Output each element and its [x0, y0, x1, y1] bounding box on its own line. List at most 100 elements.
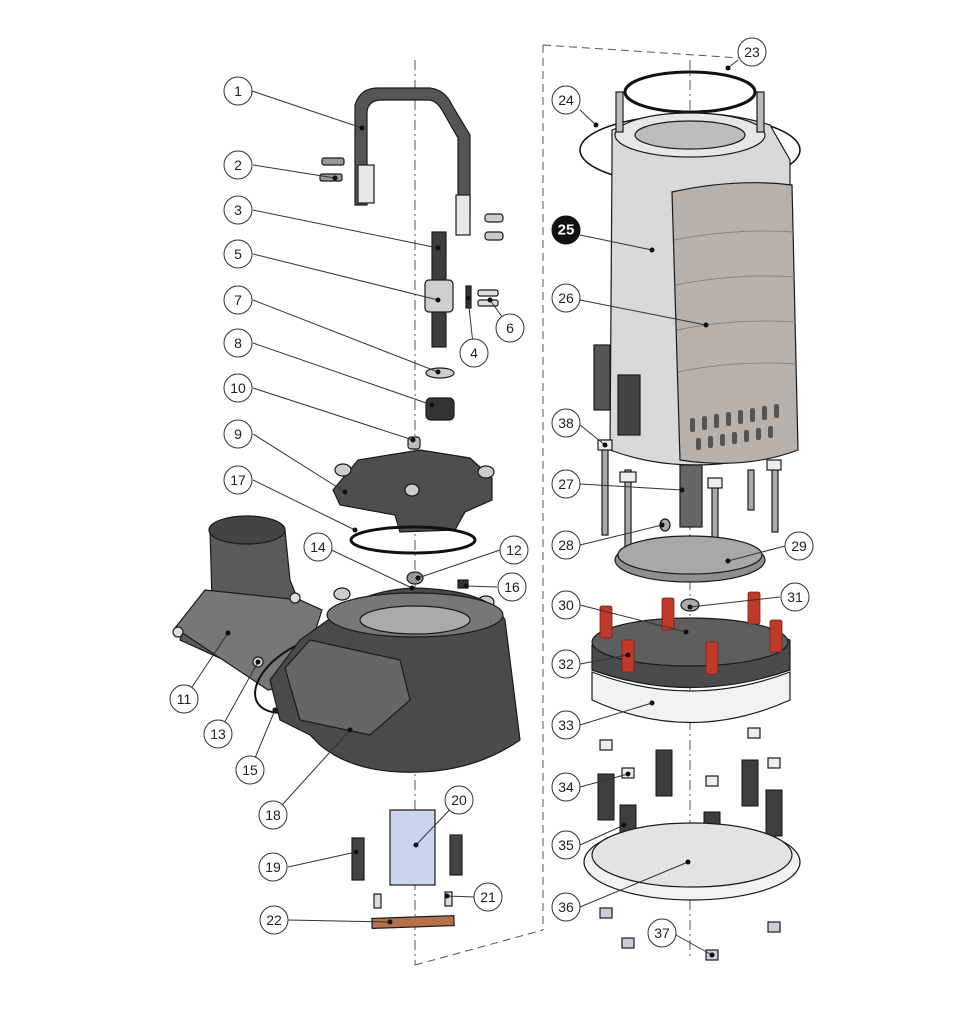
callout-13: 13: [203, 719, 233, 749]
callout-17: 17: [223, 465, 253, 495]
callout-label: 24: [558, 92, 574, 108]
callout-10: 10: [223, 373, 253, 403]
callout-21: 21: [473, 882, 503, 912]
callout-circle: [551, 215, 581, 245]
callout-circle: [444, 785, 474, 815]
callout-label: 12: [506, 542, 522, 558]
oring-part-23: [623, 70, 757, 114]
callout-circle: [737, 37, 767, 67]
callout-4: 4: [459, 338, 489, 368]
volute-eye: [359, 605, 471, 635]
callout-label: 5: [234, 246, 242, 262]
callout-label: 33: [558, 717, 574, 733]
callout-label: 35: [558, 837, 574, 853]
callout-circle: [551, 408, 581, 438]
handle-bracket-right: [455, 194, 471, 236]
callout-label: 18: [265, 807, 281, 823]
bearing-cap-right: [477, 465, 495, 479]
callout-30: 30: [551, 590, 581, 620]
callout-label: 14: [310, 539, 326, 555]
callout-circle: [784, 531, 814, 561]
callout-18: 18: [258, 800, 288, 830]
callout-37: 37: [647, 918, 677, 948]
callout-circle: [258, 852, 288, 882]
callout-circle: [223, 285, 253, 315]
elbow-bolt-1: [172, 626, 184, 638]
nut-part-8: [425, 397, 455, 421]
callout-circle: [499, 535, 529, 565]
callout-label: 16: [504, 579, 520, 595]
callout-15: 15: [235, 755, 265, 785]
callout-8: 8: [223, 328, 253, 358]
callout-5: 5: [223, 239, 253, 269]
callout-circle: [551, 710, 581, 740]
screw-part-21b: [444, 891, 453, 907]
callout-circle: [551, 530, 581, 560]
nut-part-12: [406, 571, 424, 585]
callout-circle: [223, 465, 253, 495]
callout-circle: [551, 469, 581, 499]
coupling-part: [424, 279, 454, 313]
callout-label: 9: [234, 426, 242, 442]
callout-22: 22: [259, 905, 289, 935]
callout-19: 19: [258, 852, 288, 882]
callout-label: 36: [558, 899, 574, 915]
callout-circle: [497, 572, 527, 602]
callout-label: 37: [654, 925, 670, 941]
callout-label: 25: [558, 222, 575, 239]
callout-26: 26: [551, 283, 581, 313]
callout-circle: [495, 313, 525, 343]
screws-handle-right: [484, 213, 504, 241]
callout-circle: [203, 719, 233, 749]
callout-circle: [259, 905, 289, 935]
callout-label: 1: [234, 83, 242, 99]
callout-label: 7: [234, 292, 242, 308]
callout-2: 2: [223, 150, 253, 180]
oring-part-17: [349, 525, 477, 555]
callout-28: 28: [551, 530, 581, 560]
callout-circle: [459, 338, 489, 368]
bearing-cap-center: [404, 483, 420, 497]
callout-circle: [551, 85, 581, 115]
callout-circle: [223, 195, 253, 225]
callout-label: 22: [266, 912, 282, 928]
callout-label: 11: [177, 691, 192, 707]
spring-plate-top: [591, 617, 789, 667]
callout-circle: [551, 892, 581, 922]
leader-lines: [183, 59, 786, 956]
callout-circle: [223, 373, 253, 403]
callout-circle: [169, 684, 199, 714]
callout-label: 32: [558, 656, 574, 672]
callout-36: 36: [551, 892, 581, 922]
callout-bubbles: 1234567891011121314151617181920212223242…: [169, 37, 814, 948]
callout-circle: [551, 590, 581, 620]
callout-label: 29: [791, 538, 807, 554]
callout-label: 21: [480, 889, 496, 905]
callout-label: 2: [234, 157, 242, 173]
callout-circle: [551, 772, 581, 802]
callout-label: 17: [230, 472, 246, 488]
bearing-cap-left: [334, 463, 352, 477]
callout-32: 32: [551, 649, 581, 679]
impeller-plate-top: [617, 535, 763, 575]
callout-label: 31: [787, 589, 803, 605]
callout-3: 3: [223, 195, 253, 225]
callout-12: 12: [499, 535, 529, 565]
callout-25: 25: [551, 215, 581, 245]
callout-1: 1: [223, 76, 253, 106]
callout-33: 33: [551, 710, 581, 740]
sleeve-bands: [673, 230, 798, 373]
wood-strip-part-22: [371, 914, 455, 930]
sleeve-part-26: [671, 182, 799, 464]
callout-label: 3: [234, 202, 242, 218]
callout-label: 34: [558, 779, 574, 795]
callout-7: 7: [223, 285, 253, 315]
callout-34: 34: [551, 772, 581, 802]
callout-label: 4: [470, 345, 478, 361]
callout-14: 14: [303, 532, 333, 562]
callout-label: 20: [451, 792, 467, 808]
callout-label: 13: [210, 726, 226, 742]
white-ring-part-33: [591, 671, 791, 723]
cable-box-2: [617, 374, 641, 436]
